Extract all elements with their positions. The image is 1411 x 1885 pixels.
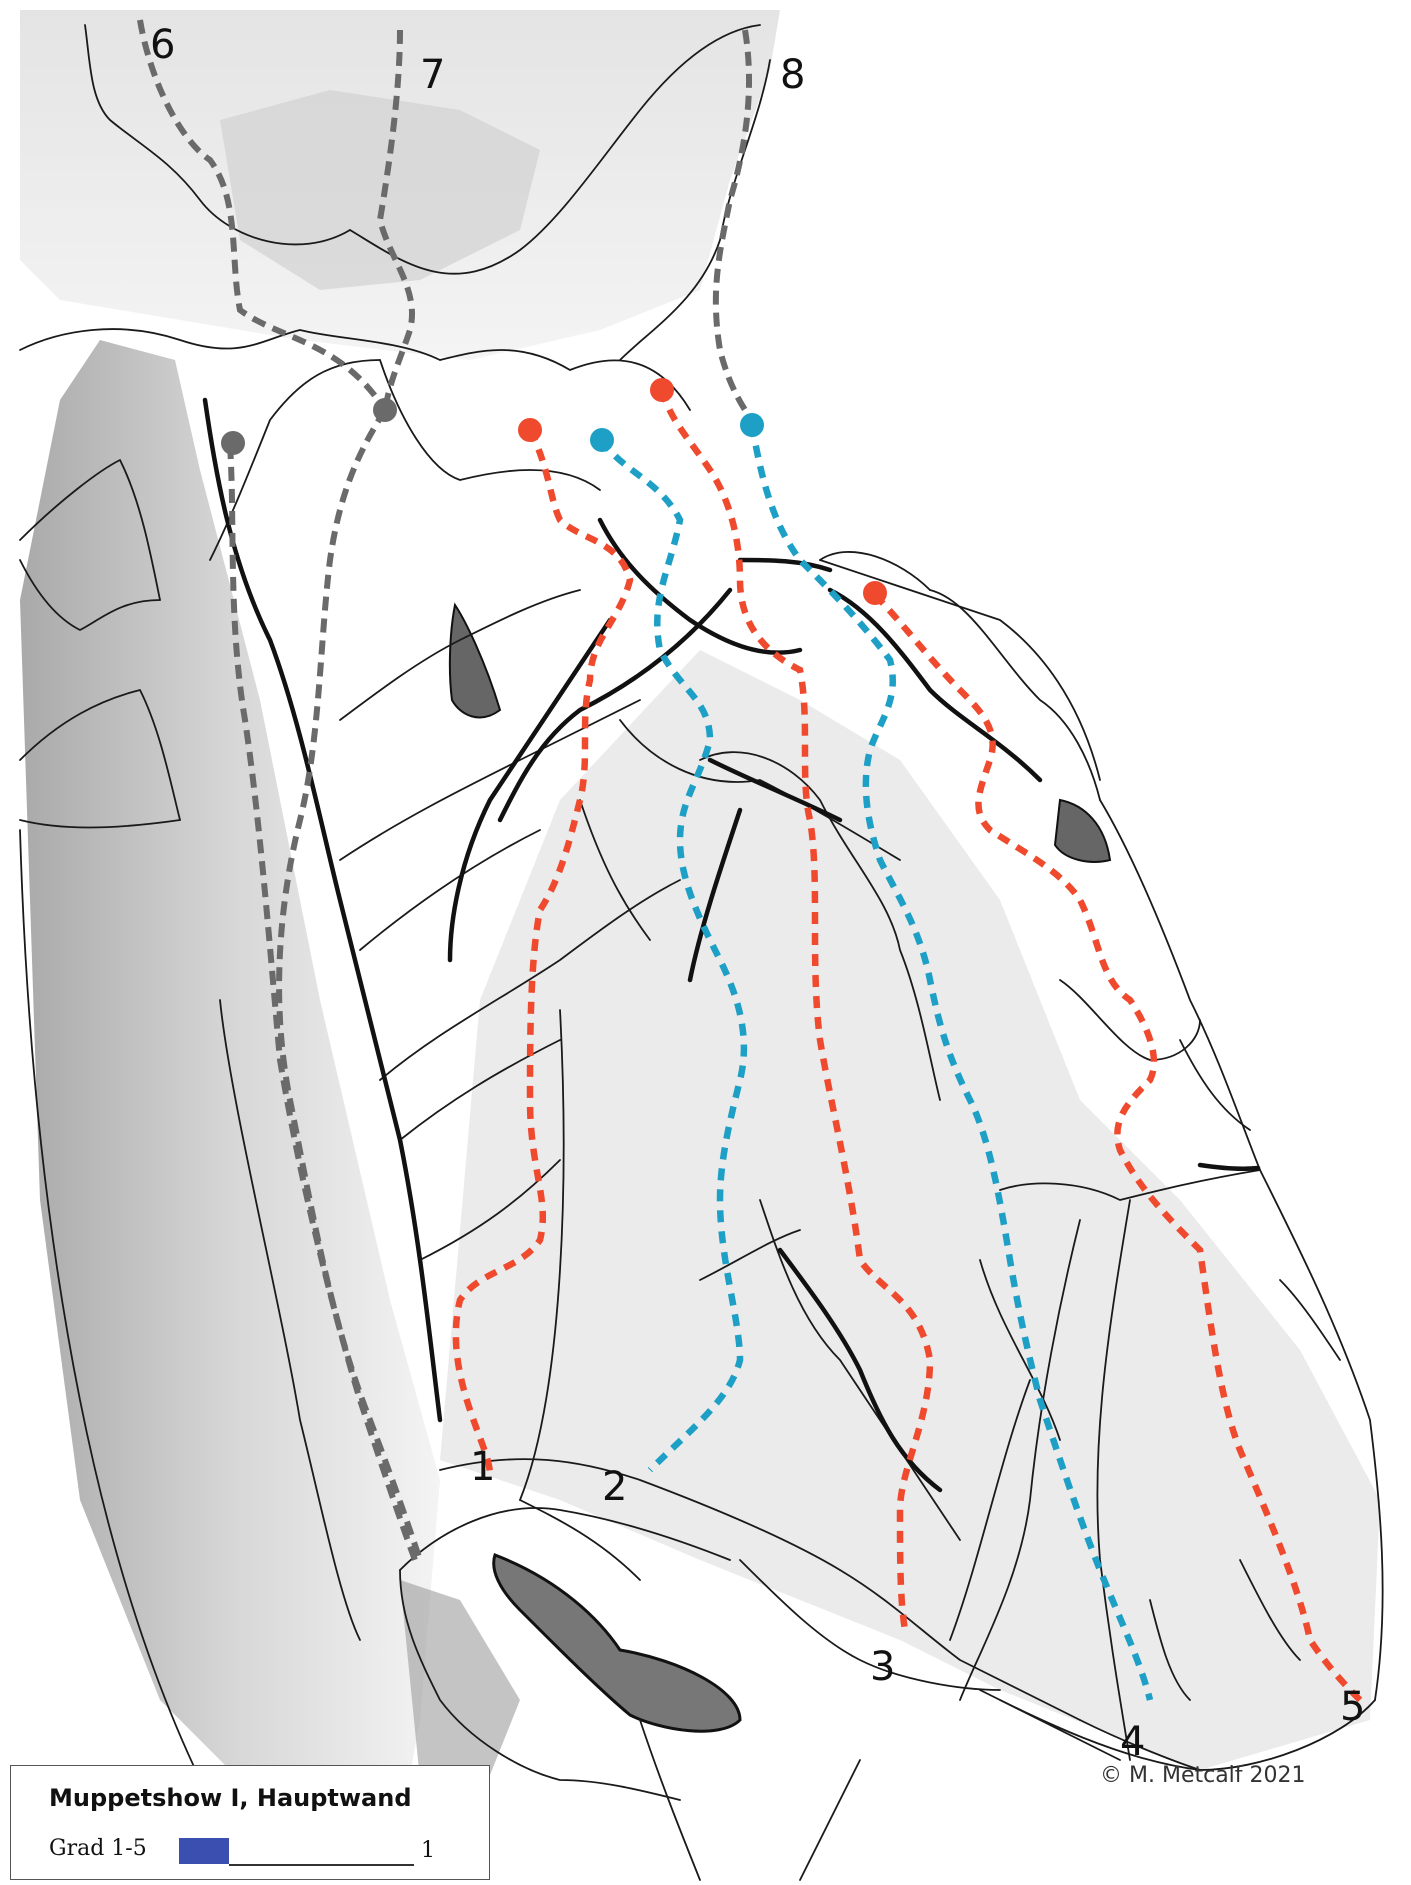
copyright-text: © M. Metcalf 2021 (1100, 1763, 1306, 1788)
red-start-dot-5 (863, 581, 887, 605)
route-label-6: 6 (150, 22, 175, 68)
small-dark-1 (450, 605, 500, 717)
legend-grade-label: Grad 1-5 (49, 1836, 147, 1861)
legend-grade-swatch (179, 1838, 229, 1864)
route-label-3: 3 (870, 1644, 895, 1690)
red-start-dot-1 (518, 418, 542, 442)
blue-start-dot-4 (740, 413, 764, 437)
main-wall-shading (440, 650, 1380, 1770)
legend-count: 1 (421, 1838, 435, 1863)
route-label-7: 7 (420, 52, 445, 98)
legend-scale-line (229, 1864, 414, 1866)
route-label-2: 2 (602, 1464, 627, 1510)
cave-dark (494, 1555, 740, 1731)
legend-title: Muppetshow I, Hauptwand (49, 1784, 412, 1812)
small-dark-2 (1055, 800, 1110, 862)
red-start-dot-3 (650, 378, 674, 402)
route-label-4: 4 (1120, 1719, 1145, 1765)
route-label-8: 8 (780, 52, 805, 98)
route-label-5: 5 (1340, 1684, 1365, 1730)
grey-start-dot-left (221, 431, 245, 455)
route-label-1: 1 (470, 1444, 495, 1490)
legend-box: Muppetshow I, Hauptwand Grad 1-5 1 (10, 1765, 490, 1880)
blue-start-dot-2 (590, 428, 614, 452)
grey-start-dot-mid (373, 398, 397, 422)
